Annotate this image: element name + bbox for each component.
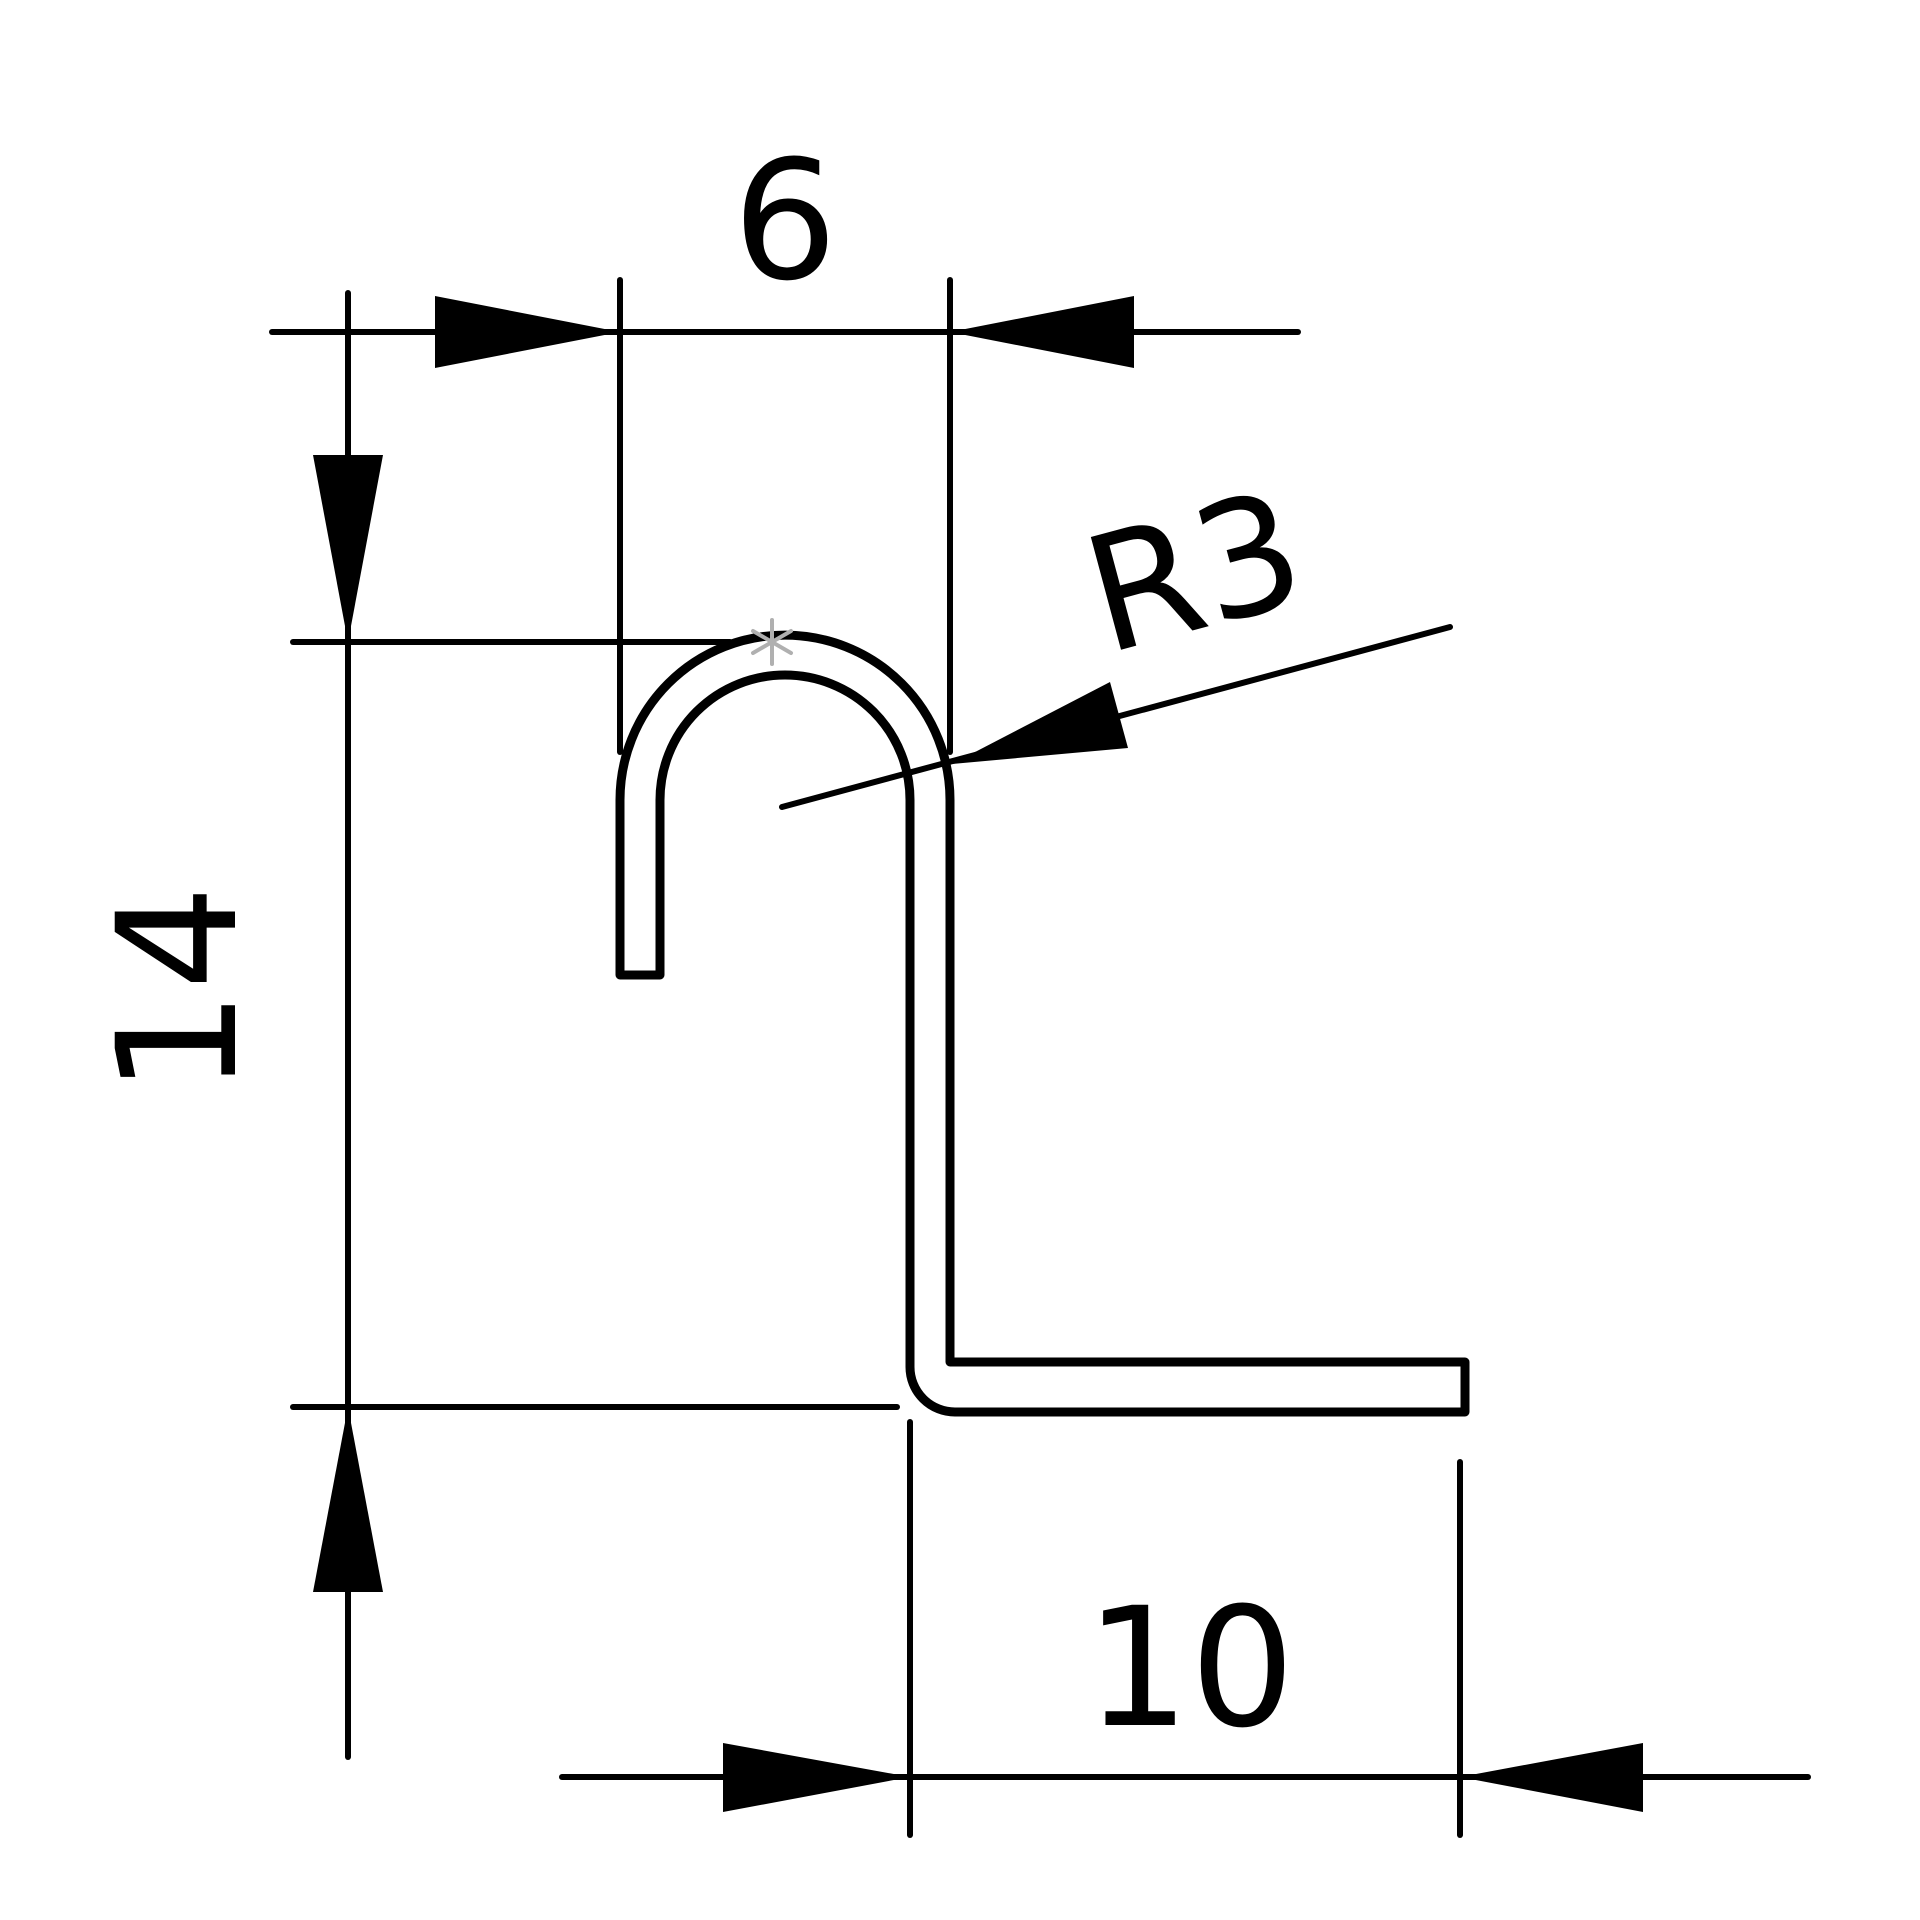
dimension-14-label: 14 — [82, 885, 274, 1095]
dimension-10-label: 10 — [1085, 1572, 1295, 1764]
arrow-10-left — [723, 1743, 910, 1812]
arrow-14-bottom — [313, 1407, 383, 1592]
arrow-10-right — [1460, 1743, 1643, 1812]
arrowheads — [313, 296, 1643, 1812]
arrow-6-left — [435, 296, 620, 368]
extension-lines — [290, 277, 1463, 1838]
dimension-r3-label: R3 — [1067, 455, 1321, 691]
arrow-6-right — [950, 296, 1134, 368]
arrow-14-top — [313, 455, 383, 642]
profile-outer-contour — [615, 630, 1470, 1417]
profile-outline — [615, 630, 1470, 1417]
dimension-6-label: 6 — [733, 125, 838, 317]
dimension-lines — [269, 290, 1811, 1780]
arrow-r3 — [952, 682, 1128, 764]
center-mark-icon — [751, 618, 793, 666]
